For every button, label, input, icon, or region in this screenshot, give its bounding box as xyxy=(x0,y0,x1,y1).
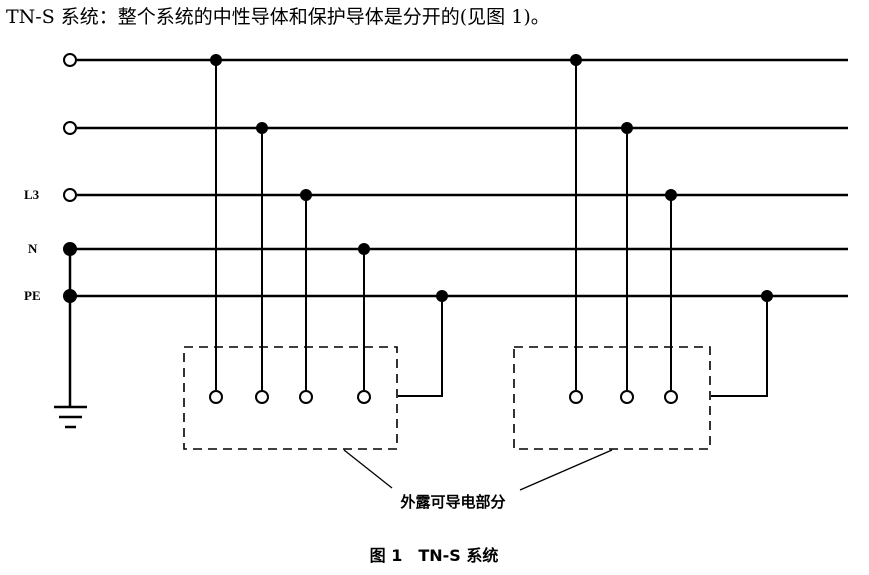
junction-dot xyxy=(300,189,312,201)
label-pe: PE xyxy=(24,288,41,303)
equipment-2-enclosure xyxy=(513,346,711,450)
equipment-terminal xyxy=(569,390,583,404)
equipment-terminal xyxy=(299,390,313,404)
earth-connection xyxy=(54,249,87,429)
equipment-terminal xyxy=(255,390,269,404)
equipment-1-enclosure xyxy=(183,346,398,450)
equipment-1 xyxy=(183,54,448,450)
equipment-terminal xyxy=(664,390,678,404)
label-l3: L3 xyxy=(24,187,40,202)
header-text: TN-S 系统：整个系统的中性导体和保护导体是分开的(见图 1)。 xyxy=(6,6,550,28)
label-n: N xyxy=(28,241,38,256)
equipment-terminal xyxy=(209,390,223,404)
junction-dot xyxy=(570,54,582,66)
equipment-2 xyxy=(513,54,773,450)
equipment-terminal xyxy=(357,390,371,404)
junction-dot xyxy=(665,189,677,201)
junction-dot xyxy=(210,54,222,66)
equipment-terminal xyxy=(620,390,634,404)
bus-lines xyxy=(71,58,848,298)
terminal-l3 xyxy=(63,188,77,202)
terminal-l2 xyxy=(63,121,77,135)
junction-dot xyxy=(436,290,448,302)
junction-dot xyxy=(621,122,633,134)
junction-dot xyxy=(358,243,370,255)
junction-dot xyxy=(761,290,773,302)
source-terminals xyxy=(63,53,77,303)
junction-dot xyxy=(256,122,268,134)
terminal-l1 xyxy=(63,53,77,67)
annotation-exposed-conductive-parts: 外露可导电部分 xyxy=(399,493,505,511)
annotation-leaders xyxy=(343,449,613,491)
figure-caption: 图 1 TN-S 系统 xyxy=(370,546,499,565)
